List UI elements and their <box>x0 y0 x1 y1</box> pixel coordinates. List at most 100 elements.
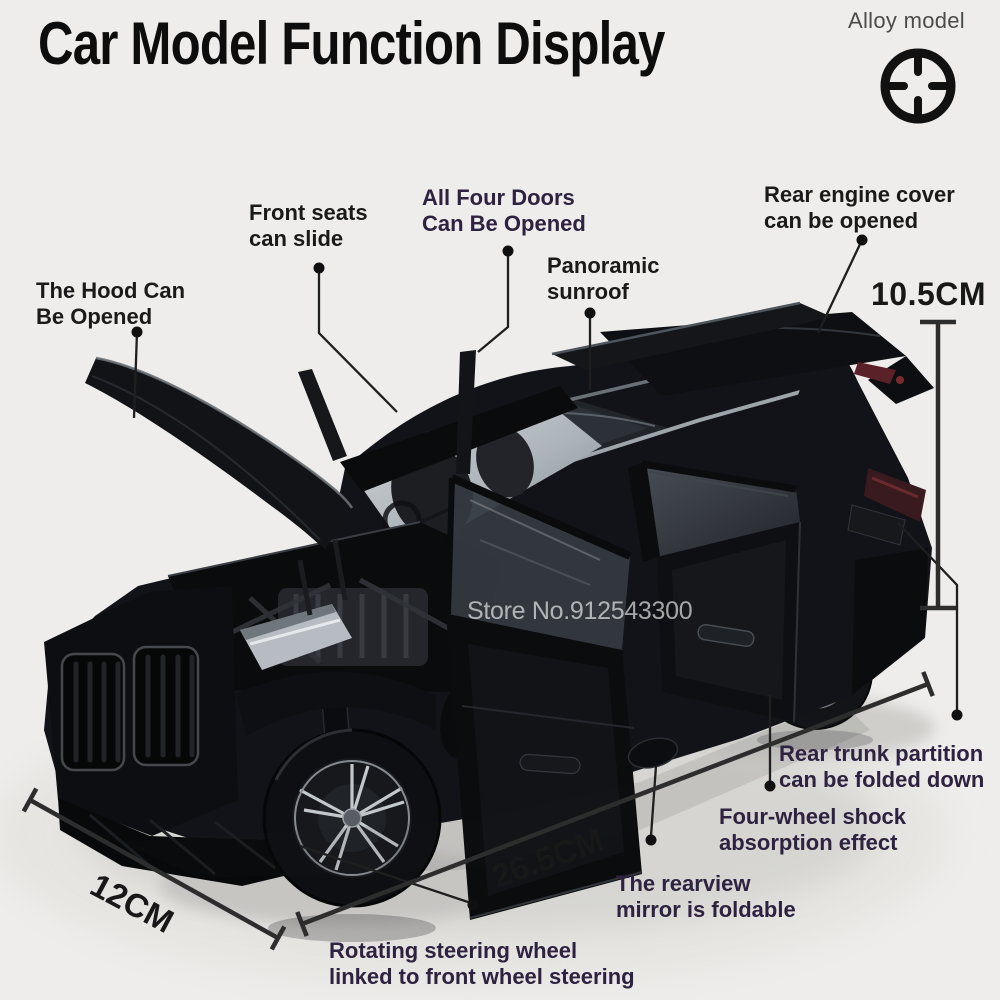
callout-trunk-partition-line1: Rear trunk partition <box>779 741 984 766</box>
callout-steering-line1: Rotating steering wheel <box>329 938 578 963</box>
hood-panel <box>85 358 352 550</box>
passenger-seat <box>476 426 534 498</box>
rear-engine-leader-line <box>816 239 864 334</box>
callout-rear-engine-line1: Rear engine cover <box>764 182 955 207</box>
trunk-leader-line <box>897 522 959 712</box>
front-door-glass-streak1 <box>469 499 601 561</box>
hood-edge-highlight <box>95 356 354 509</box>
wing-edge-highlight <box>551 301 801 356</box>
steering-wheel-icon <box>880 48 956 124</box>
front-door-crease <box>461 705 635 729</box>
rearview-dot <box>645 834 657 846</box>
rear-bumper <box>852 548 928 695</box>
front-fascia <box>44 586 436 886</box>
callout-front-seats: Front seats can slide <box>249 200 368 251</box>
hood-underside-line <box>91 375 321 541</box>
dimension-lines <box>21 319 956 951</box>
four-doors-leader-line <box>477 251 510 353</box>
rear-door-panel-inner <box>672 540 786 700</box>
trunk-dot <box>951 709 963 721</box>
callout-front-seats-line2: can slide <box>249 225 344 251</box>
callout-rear-engine: Rear engine cover can be opened <box>764 182 955 233</box>
rear-engine-dot <box>856 234 868 246</box>
taillight-streak <box>871 476 919 499</box>
kidney-grille-right <box>132 645 200 767</box>
open-tailgate <box>551 301 934 404</box>
callout-trunk-partition-line2: can be folded down <box>779 766 985 792</box>
headlight-streak <box>249 618 341 646</box>
rearview-leader-line <box>649 765 658 837</box>
car-model-illustration <box>44 301 934 942</box>
front-wheel-hub <box>342 808 362 828</box>
annotation-dots <box>131 234 963 911</box>
callout-hood-line1: The Hood Can <box>36 278 186 303</box>
hood-dot <box>131 326 143 338</box>
four-doors-dot <box>502 245 514 257</box>
front-door-glass-streak2 <box>479 539 591 586</box>
tailgate-wing <box>552 303 832 370</box>
callout-hood-line2: Be Opened <box>36 303 153 329</box>
callout-shock: Four-wheel shock absorption effect <box>719 804 906 855</box>
callout-shock-line2: absorption effect <box>719 829 898 855</box>
open-rear-door <box>641 460 801 723</box>
front-door-frame-blade <box>456 350 476 474</box>
material-label: Alloy model <box>847 8 965 33</box>
hood-prop-2 <box>297 559 313 616</box>
roof-trim-silver <box>547 390 801 470</box>
trunk-sill-partition <box>847 504 906 546</box>
hood-leader-line <box>132 331 139 419</box>
callout-sunroof: Panoramic sunroof <box>547 253 660 304</box>
front-seats-leader-line <box>317 268 398 413</box>
callout-rearview-mirror-line2: mirror is foldable <box>616 896 796 922</box>
sunroof-dot <box>584 307 596 319</box>
callout-hood: The Hood Can Be Opened <box>36 278 185 329</box>
callout-four-doors-line1: All Four Doors <box>422 185 575 210</box>
steering-leader-line <box>299 844 472 905</box>
callout-trunk-partition: Rear trunk partition can be folded down <box>779 741 984 792</box>
callout-rearview-mirror: The rearview mirror is foldable <box>616 871 796 922</box>
front-wheel <box>262 728 442 908</box>
engine-bay-rim <box>167 521 421 577</box>
front-door-glass <box>448 478 630 650</box>
dim-height-line <box>920 319 956 611</box>
tailgate-taillight-dot <box>896 376 904 384</box>
annotation-lines <box>132 239 959 905</box>
callout-shock-line1: Four-wheel shock <box>719 804 907 829</box>
front-seats-dot <box>313 262 325 274</box>
callout-steering: Rotating steering wheel linked to front … <box>329 938 635 989</box>
dimension-height-label: 10.5CM <box>871 276 987 312</box>
rear-door-frame <box>641 460 797 493</box>
callout-rear-engine-line2: can be opened <box>764 207 919 233</box>
bumper-mesh <box>89 813 276 876</box>
rear-door-frame-inner <box>649 471 789 497</box>
b-pillar <box>628 461 660 562</box>
open-hood <box>85 356 354 616</box>
rear-quarter <box>847 468 928 695</box>
callout-sunroof-line1: Panoramic <box>547 253 660 278</box>
rear-door-handle <box>697 623 755 648</box>
front-door-handle <box>519 753 581 775</box>
page-title: Car Model Function Display <box>38 10 665 77</box>
dim-width-line <box>21 787 287 951</box>
dim-length-line <box>295 671 935 937</box>
front-fender-arch <box>236 671 436 736</box>
callout-four-doors-line2: Can Be Opened <box>422 210 586 236</box>
open-front-door <box>445 350 679 920</box>
front-door-frame-left <box>445 477 455 615</box>
steering-dot <box>467 899 479 911</box>
headlight <box>240 604 352 670</box>
tire-highlight <box>274 728 353 781</box>
callout-rearview-mirror-line1: The rearview <box>616 871 751 896</box>
callout-sunroof-line2: sunroof <box>547 278 629 304</box>
grille-slats <box>73 654 195 763</box>
kidney-grille-left <box>60 652 126 772</box>
tailgate-taillight <box>854 362 896 384</box>
callout-front-seats-line1: Front seats <box>249 200 368 225</box>
far-door-frame <box>298 369 347 461</box>
front-bumper <box>58 798 334 886</box>
callout-four-doors: All Four Doors Can Be Opened <box>422 185 586 236</box>
hood-prop-1 <box>332 539 348 601</box>
rear-door-glass <box>642 464 800 557</box>
